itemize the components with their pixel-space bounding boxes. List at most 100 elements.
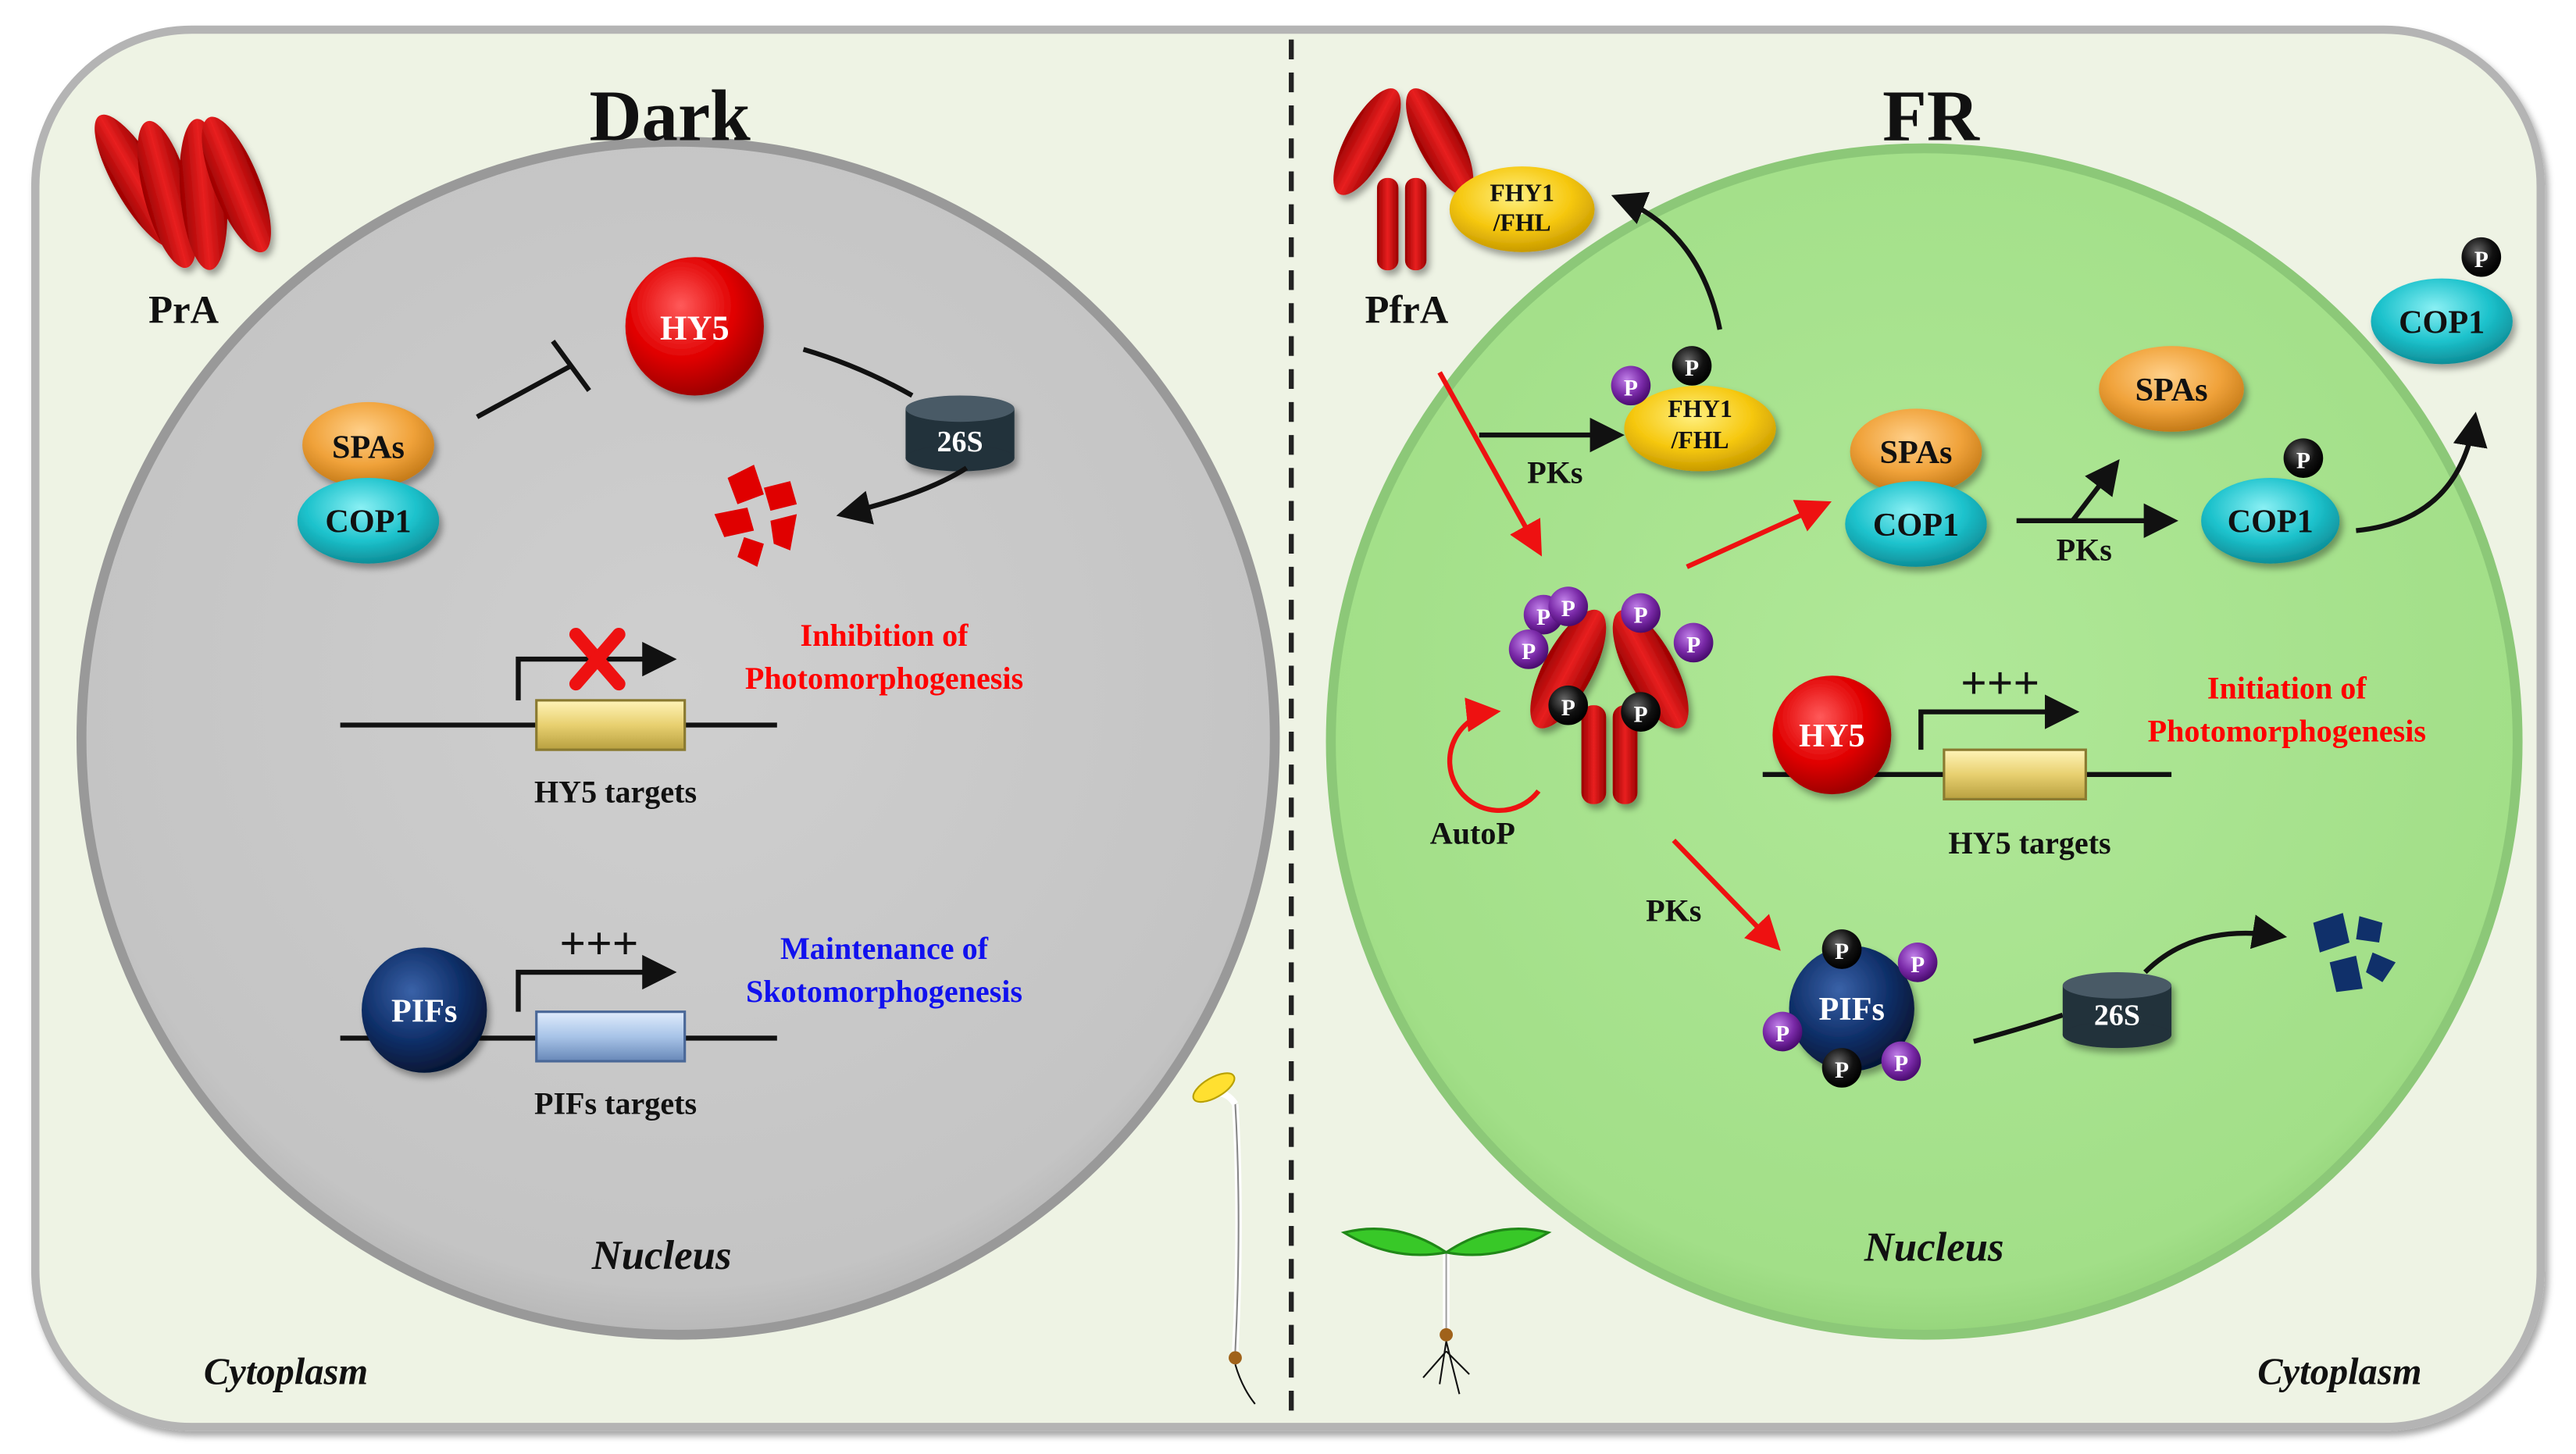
svg-text:P: P — [1911, 953, 1925, 978]
cop1-nuc-phospho: P — [2283, 438, 2324, 478]
pks-pifs-red-arrow — [1672, 839, 1781, 951]
spas-release-arrow — [2070, 459, 2120, 522]
fr-26s-label: 26S — [2094, 1000, 2140, 1032]
dark-cop1-label: COP1 — [325, 504, 411, 540]
phya-phospho-sites: P P P P P P P — [1508, 586, 1714, 732]
cop1-export-arrow — [2356, 412, 2488, 533]
fr-nucleus — [1325, 143, 2523, 1340]
pks-pifs-label: PKs — [1646, 893, 1701, 928]
fr-cop1-protein — [1845, 481, 1987, 567]
fr-fhy1-cytoplasm — [1449, 166, 1595, 252]
pra-phytochrome-icon — [95, 114, 271, 270]
fr-nucleus-label: Nucleus — [1864, 1224, 2004, 1270]
fr-fhy1-nuc-line1: FHY1 — [1668, 395, 1732, 422]
dark-pifs-target-gene — [535, 1010, 687, 1063]
svg-text:P: P — [1894, 1052, 1908, 1077]
fr-fhy1-nucleus — [1624, 385, 1776, 472]
inhibition-line — [476, 363, 573, 419]
svg-text:P: P — [1835, 1058, 1849, 1083]
svg-text:P: P — [1775, 1022, 1789, 1047]
blocked-x-icon — [569, 627, 626, 691]
dark-pifs-label: PIFs — [391, 992, 457, 1029]
de-etiolated-seedling-icon — [1340, 1228, 1552, 1395]
fr-plus-label: +++ — [1961, 658, 2039, 709]
pks-cop1-label: PKs — [2057, 532, 2112, 567]
26s-to-degradation-arrow — [836, 465, 969, 525]
dark-hy5-label: HY5 — [660, 309, 730, 347]
svg-text:P: P — [1522, 640, 1536, 665]
fr-26s-proteasome-icon — [2062, 972, 2172, 1049]
degraded-pifs-fragments-icon — [2313, 913, 2396, 992]
maintenance-text-line1: Maintenance of — [780, 931, 989, 966]
dark-26s-label: 26S — [937, 426, 983, 458]
svg-text:P: P — [1685, 356, 1699, 381]
dark-pifs-target-promoter-arrow — [516, 954, 677, 1012]
pfra-phytochrome-icon — [1333, 88, 1474, 271]
svg-text:P: P — [2474, 248, 2489, 273]
inhibition-text-line2: Photomorphogenesis — [745, 661, 1023, 696]
pks-fhy1-label: PKs — [1527, 454, 1582, 490]
fr-hy5-target-gene — [1943, 748, 2087, 801]
maintenance-text-line2: Skotomorphogenesis — [746, 974, 1022, 1009]
cop1-cyto-phospho: P — [2461, 237, 2502, 277]
fr-cop1-label: COP1 — [1873, 507, 1959, 543]
dark-26s-proteasome-icon — [905, 395, 1015, 472]
pifs-to-26s-line — [1973, 1012, 2064, 1044]
initiation-text-line1: Initiation of — [2207, 671, 2367, 706]
svg-text:P: P — [1835, 939, 1849, 964]
svg-text:P: P — [1686, 633, 1700, 658]
dark-spas-protein — [302, 401, 434, 488]
dark-title: Dark — [590, 76, 751, 156]
dark-spas-label: SPAs — [332, 429, 405, 466]
dark-hy5-target-gene — [535, 699, 687, 751]
autop-label: AutoP — [1430, 815, 1515, 850]
fr-hy5-label: HY5 — [1799, 718, 1864, 754]
fr-cop1-cyto-label: COP1 — [2399, 304, 2485, 340]
pifs-phospho-sites: P P P P P — [1762, 929, 1938, 1088]
pfra-label: PfrA — [1365, 288, 1449, 332]
dark-cop1-protein — [297, 477, 440, 564]
svg-text:P: P — [2296, 448, 2310, 473]
svg-text:P: P — [1536, 605, 1550, 630]
dark-hy5-targets-label: HY5 targets — [534, 775, 697, 810]
dark-cytoplasm-label: Cytoplasm — [204, 1352, 368, 1393]
fhy1-export-arrow — [1611, 191, 1722, 330]
fr-fhy1-cyto-line1: FHY1 — [1490, 179, 1554, 206]
fr-cop1-cytoplasm — [2371, 278, 2513, 365]
dark-nucleus-label: Nucleus — [591, 1233, 732, 1278]
fr-hy5-target-promoter-arrow — [1918, 694, 2080, 750]
fhy1-phospho-purple: P — [1611, 365, 1651, 406]
dark-pifs-targets-label: PIFs targets — [534, 1086, 697, 1121]
fr-hy5-protein — [1772, 675, 1892, 795]
fr-title: FR — [1882, 76, 1980, 156]
fr-pifs-protein — [1789, 946, 1914, 1071]
dark-pifs-protein — [362, 947, 487, 1073]
fr-pifs-label: PIFs — [1819, 991, 1885, 1028]
hy5-to-26s-line — [802, 347, 914, 398]
fr-spas-protein — [1850, 408, 1982, 495]
26s-to-pifs-degradation-arrow — [2143, 914, 2288, 975]
fr-phospho-cop1-nucleus — [2201, 477, 2340, 564]
fr-hy5-targets-label: HY5 targets — [1949, 825, 2111, 861]
pfra-to-phospho-red-arrow — [1437, 371, 1543, 557]
phya-to-cop1-red-arrow — [1686, 500, 1832, 569]
phospho-phya-dimer-icon — [1530, 609, 1689, 804]
fr-spas-label: SPAs — [1879, 434, 1952, 471]
svg-text:P: P — [1561, 597, 1575, 622]
etiolated-seedling-icon — [1192, 1072, 1256, 1405]
fr-fhy1-nuc-line2: /FHL — [1671, 426, 1729, 454]
fr-free-spas-label: SPAs — [2135, 372, 2208, 408]
pra-label: PrA — [148, 288, 219, 332]
fhy1-phospho-black: P — [1672, 346, 1712, 386]
dark-plus-label: +++ — [559, 918, 638, 969]
fr-fhy1-cyto-line2: /FHL — [1493, 208, 1551, 236]
dark-hy5-protein — [625, 257, 764, 396]
fr-free-spas-protein — [2099, 346, 2244, 432]
svg-text:P: P — [1634, 702, 1648, 727]
fr-cytoplasm-label: Cytoplasm — [2257, 1352, 2421, 1393]
autop-loop-arrow — [1447, 697, 1541, 814]
initiation-text-line2: Photomorphogenesis — [2148, 714, 2426, 749]
inhibition-bar — [551, 339, 591, 392]
